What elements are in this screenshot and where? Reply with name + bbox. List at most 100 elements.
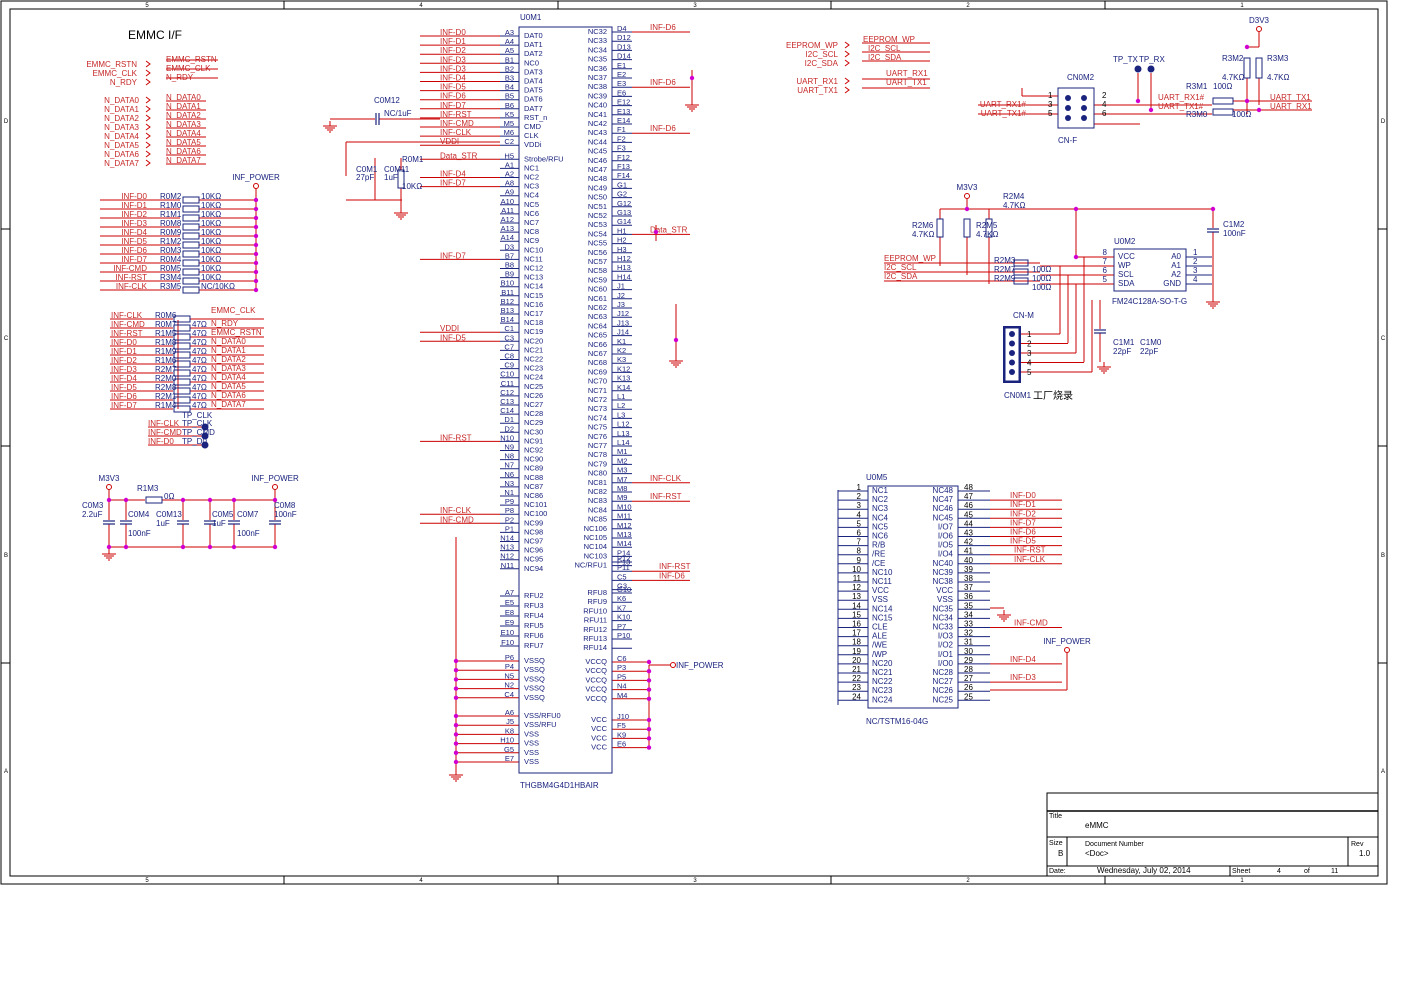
- pin-number: 27: [964, 674, 973, 683]
- pin-name: NC95: [524, 555, 543, 564]
- frame-column-label: 1: [1240, 878, 1244, 884]
- net-label: INF-D4: [440, 74, 466, 83]
- net-label: INF-CLK: [440, 506, 472, 515]
- net-label: INF-D1: [111, 347, 137, 356]
- pin-name: I/O0: [938, 659, 954, 668]
- pin-name: NC7: [524, 218, 539, 227]
- pin-name: VCCQ: [585, 694, 607, 703]
- junction-dot: [253, 197, 259, 203]
- pin-name: NC82: [588, 487, 607, 496]
- net-label: INF-D1: [1010, 500, 1036, 509]
- pin-name: WP: [1118, 261, 1131, 270]
- pin-name: NC81: [588, 478, 607, 487]
- pin-number: M10: [617, 502, 632, 511]
- pin-name: NC72: [588, 395, 607, 404]
- net-label: INF-D6: [650, 124, 676, 133]
- junction-dot: [253, 242, 259, 248]
- pin-name: NC78: [588, 450, 607, 459]
- pin-name: I/O7: [938, 522, 954, 531]
- net-label: N_DATA2: [166, 111, 201, 120]
- net-label: N_DATA3: [211, 364, 246, 373]
- pin-number: J10: [617, 712, 629, 721]
- resistor-value: 10KΩ: [201, 273, 221, 282]
- pin-number: M3: [617, 466, 627, 475]
- pin-number: 3: [1193, 266, 1198, 275]
- resistor-value: 47Ω: [192, 401, 207, 410]
- power-port-symbol: [670, 662, 676, 668]
- junction-dot: [453, 658, 459, 664]
- pin-name: NC16: [524, 300, 543, 309]
- pin-name: VSS: [524, 739, 539, 748]
- pin-number: K14: [617, 383, 630, 392]
- pin-number: C2: [504, 137, 514, 146]
- pin-number: A12: [501, 215, 514, 224]
- pin-name: NC70: [588, 377, 607, 386]
- pin-name: DAT2: [524, 49, 543, 58]
- resistor-value: 10KΩ: [201, 246, 221, 255]
- pin-number: H5: [504, 151, 514, 160]
- net-label: EMMC_CLK: [93, 69, 138, 78]
- resistor-ref: R3M2: [1222, 54, 1244, 63]
- junction-dot: [1148, 107, 1154, 113]
- pin-name: NC20: [524, 336, 543, 345]
- pin-name: /CE: [872, 559, 885, 568]
- pin-number: 26: [964, 683, 973, 692]
- pin-number: L3: [617, 410, 625, 419]
- pin-name: RFU9: [587, 597, 607, 606]
- resistor-ref: R2M8: [155, 383, 177, 392]
- pin-number: N2: [504, 681, 514, 690]
- net-label: INF-CMD: [148, 428, 182, 437]
- pin-name: CMD: [524, 122, 542, 131]
- pin-name: NC73: [588, 404, 607, 413]
- docnum-value: <Doc>: [1085, 849, 1109, 858]
- resistor-ref: R2M4: [1003, 192, 1025, 201]
- resistor-ref: R1M6: [155, 356, 177, 365]
- resistor-symbol: [182, 223, 200, 231]
- pin-name: NC105: [584, 533, 607, 542]
- chip-ref: U0M2: [1114, 237, 1136, 246]
- resistor-value: 47Ω: [192, 347, 207, 356]
- pin-name: NC63: [588, 312, 607, 321]
- resistor-symbol: [936, 218, 944, 238]
- net-label: INF-CLK: [440, 128, 472, 137]
- pin-name: VCC: [936, 586, 953, 595]
- pin-number: C7: [504, 342, 514, 351]
- capacitor-ref: C0M3: [82, 501, 104, 510]
- pin-number: K5: [505, 110, 514, 119]
- pin-number: 13: [852, 592, 861, 601]
- wires: [1, 1, 1387, 884]
- power-label: D3V3: [1249, 16, 1270, 25]
- pin-number: 9: [857, 556, 862, 565]
- pin-number: A13: [501, 224, 514, 233]
- pin-name: NC47: [588, 165, 607, 174]
- pin-number: K13: [617, 374, 630, 383]
- pin-number: 36: [964, 592, 973, 601]
- junction-dot: [453, 668, 459, 673]
- junction-dot: [1135, 98, 1141, 104]
- net-label: INF-D4: [1010, 655, 1036, 664]
- resistor-ref: R1M9: [155, 347, 177, 356]
- junction-dot: [1210, 206, 1216, 212]
- pin-name: NC2: [872, 495, 889, 504]
- power-label: M3V3: [957, 183, 978, 192]
- net-label: INF-D0: [1010, 491, 1036, 500]
- pin-number: 17: [852, 629, 861, 638]
- net-label: N_DATA6: [104, 150, 139, 159]
- pin-name: NC39: [588, 91, 607, 100]
- pin-name: I/O2: [938, 641, 954, 650]
- net-label: INF-RST: [650, 492, 682, 501]
- pin-number: K3: [617, 355, 626, 364]
- net-arrow: [145, 69, 151, 77]
- pin-number: 8: [857, 547, 862, 556]
- pin-number: A6: [505, 708, 514, 717]
- junction-dot: [673, 337, 679, 343]
- net-label: VDDI: [440, 324, 459, 333]
- pin-name: NC35: [933, 604, 954, 613]
- pin-name: NC15: [872, 613, 893, 622]
- resistor-value: 4.7KΩ: [1003, 201, 1025, 210]
- pin-number: 18: [852, 638, 861, 647]
- frame-row-label: B: [4, 553, 8, 559]
- pin-number: 43: [964, 529, 973, 538]
